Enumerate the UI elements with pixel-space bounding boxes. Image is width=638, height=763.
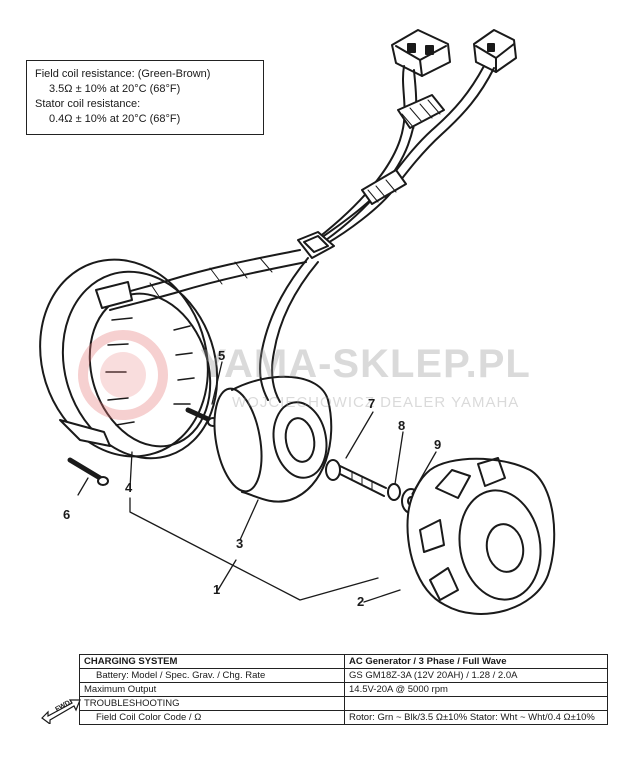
connector-right bbox=[473, 29, 517, 73]
table-row: Field Coil Color Code / Ω Rotor: Grn ~ B… bbox=[79, 710, 608, 725]
watermark-text: YAMA-SKLEP.PL bbox=[200, 342, 531, 386]
table-row: CHARGING SYSTEM AC Generator / 3 Phase /… bbox=[79, 654, 608, 669]
table-cell-label: Field Coil Color Code / Ω bbox=[79, 710, 345, 725]
rotor bbox=[406, 457, 556, 615]
stator-coil-value: 0.4Ω ± 10% at 20°C (68°F) bbox=[49, 113, 181, 125]
callout-7: 7 bbox=[368, 396, 376, 411]
bolt-7 bbox=[325, 459, 387, 497]
callout-9: 9 bbox=[434, 437, 442, 452]
table-row: TROUBLESHOOTING bbox=[79, 696, 608, 711]
table-cell-label: TROUBLESHOOTING bbox=[79, 696, 345, 711]
field-coil bbox=[213, 375, 333, 503]
callout-5: 5 bbox=[218, 348, 226, 363]
screw-6 bbox=[67, 457, 109, 486]
table-row: Battery: Model / Spec. Grav. / Chg. Rate… bbox=[79, 668, 608, 683]
field-coil-label: Field coil resistance: (Green-Brown) bbox=[35, 68, 211, 80]
table-cell-label: CHARGING SYSTEM bbox=[79, 654, 345, 669]
charging-system-table: CHARGING SYSTEM AC Generator / 3 Phase /… bbox=[79, 654, 608, 725]
watermark-subtext: WOJCIECHOWICZ DEALER YAMAHA bbox=[232, 394, 520, 411]
connector-left bbox=[391, 29, 451, 77]
resistance-spec-note: Field coil resistance: (Green-Brown) 3.5… bbox=[26, 60, 264, 135]
table-row: Maximum Output 14.5V-20A @ 5000 rpm bbox=[79, 682, 608, 697]
table-cell-value: Rotor: Grn ~ Blk/3.5 Ω±10% Stator: Wht ~… bbox=[344, 710, 608, 725]
table-cell-value: AC Generator / 3 Phase / Full Wave bbox=[344, 654, 608, 669]
table-cell-label: Battery: Model / Spec. Grav. / Chg. Rate bbox=[79, 668, 345, 683]
callout-1: 1 bbox=[213, 582, 221, 597]
leader-lines bbox=[77, 361, 437, 603]
watermark-logo bbox=[78, 330, 168, 420]
table-cell-value: 14.5V-20A @ 5000 rpm bbox=[344, 682, 608, 697]
callout-3: 3 bbox=[236, 536, 244, 551]
callout-6: 6 bbox=[63, 507, 71, 522]
table-cell-label: Maximum Output bbox=[79, 682, 345, 697]
table-cell-value: GS GM18Z-3A (12V 20AH) / 1.28 / 2.0A bbox=[344, 668, 608, 683]
callout-2: 2 bbox=[357, 594, 365, 609]
watermark-logo-center bbox=[100, 352, 146, 398]
stator-coil-label: Stator coil resistance: bbox=[35, 98, 141, 110]
washer-8 bbox=[387, 483, 401, 501]
table-cell-value bbox=[344, 696, 608, 711]
callout-4: 4 bbox=[125, 480, 133, 495]
callout-8: 8 bbox=[398, 418, 406, 433]
field-coil-value: 3.5Ω ± 10% at 20°C (68°F) bbox=[49, 83, 181, 95]
